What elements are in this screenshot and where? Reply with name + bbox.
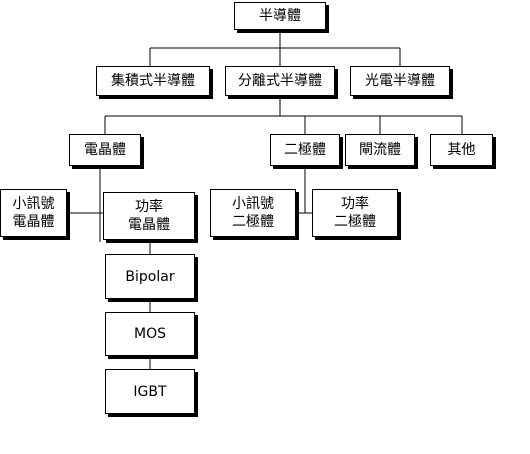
integrated-semiconductor-label: 集積式半導體 [111,73,195,89]
optoelectronic-semiconductor-label: 光電半導體 [365,73,435,89]
small-signal-transistor-node: 小訊號 電晶體 [0,189,67,237]
small-signal-diode-node: 小訊號 二極體 [210,189,296,237]
small-signal-transistor-line1: 小訊號 [12,196,55,212]
other-label: 其他 [447,142,476,158]
mos-node: MOS [105,312,195,356]
igbt-label: IGBT [133,383,167,400]
bipolar-label: Bipolar [125,268,175,285]
transistor-node: 電晶體 [69,134,141,166]
thyristor-label: 閘流體 [359,142,401,158]
semiconductor-root-node: 半導體 [234,2,326,30]
small-signal-diode-line2: 二極體 [232,214,274,230]
transistor-label: 電晶體 [84,142,126,158]
discrete-semiconductor-node: 分離式半導體 [225,66,335,96]
diode-label: 二極體 [284,142,326,158]
power-transistor-node: 功率 電晶體 [103,192,195,240]
semiconductor-root-label: 半導體 [259,8,301,24]
other-node: 其他 [430,134,493,166]
igbt-node: IGBT [105,369,195,414]
thyristor-node: 閘流體 [345,134,415,166]
small-signal-diode-line1: 小訊號 [232,196,274,212]
discrete-semiconductor-label: 分離式半導體 [238,73,322,89]
power-transistor-line1: 功率 [135,199,163,215]
integrated-semiconductor-node: 集積式半導體 [96,66,210,96]
mos-label: MOS [134,326,166,342]
small-signal-transistor-line2: 電晶體 [12,214,55,230]
optoelectronic-semiconductor-node: 光電半導體 [350,66,450,96]
power-diode-line1: 功率 [341,196,369,212]
bipolar-node: Bipolar [105,254,195,299]
diode-node: 二極體 [270,134,340,166]
power-transistor-line2: 電晶體 [128,217,170,233]
power-diode-node: 功率 二極體 [312,189,398,237]
power-diode-line2: 二極體 [334,214,376,230]
